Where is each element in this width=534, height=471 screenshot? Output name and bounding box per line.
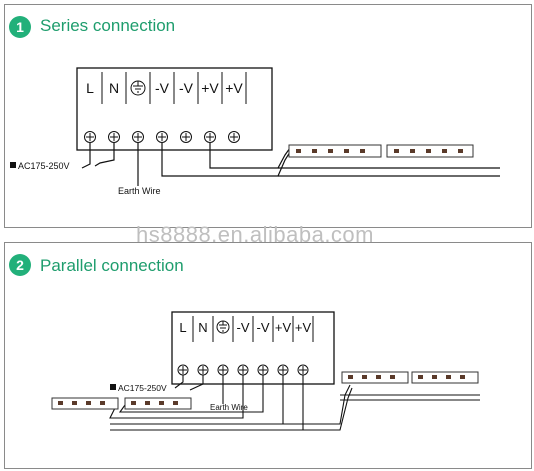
- led-strip-icon: [124, 397, 192, 410]
- screw-terminal-icon: [257, 364, 269, 376]
- input-voltage-label: AC175-250V: [18, 161, 70, 171]
- series-diagram: L N -V -V +V +V: [10, 67, 500, 196]
- terminal-label-pos1: +V: [201, 80, 219, 96]
- led-strip-icon: [411, 371, 479, 384]
- screw-terminal-icon: [237, 364, 249, 376]
- terminal-label-neg1: -V: [155, 80, 170, 96]
- led-strip-icon: [51, 397, 119, 410]
- ground-symbol-icon: [130, 80, 146, 96]
- terminal-label-n: N: [198, 320, 207, 335]
- terminal-label-neg2: -V: [179, 80, 194, 96]
- series-heading: Series connection: [40, 16, 176, 35]
- screw-terminal-icon: [108, 131, 120, 143]
- terminal-label-neg1: -V: [237, 320, 250, 335]
- earth-wire-label: Earth Wire: [210, 403, 248, 412]
- screw-terminal-icon: [156, 131, 168, 143]
- led-strip-icon: [288, 144, 382, 158]
- input-voltage-label: AC175-250V: [118, 383, 167, 393]
- terminal-label-l: L: [179, 320, 186, 335]
- ground-symbol-icon: [216, 320, 230, 334]
- terminal-label-n: N: [109, 80, 119, 96]
- screw-terminal-icon: [277, 364, 289, 376]
- parallel-wires: [109, 375, 480, 431]
- screw-terminal-icon: [204, 131, 216, 143]
- parallel-diagram: L N -V -V +V +V: [51, 311, 480, 431]
- led-strip-icon: [341, 371, 409, 384]
- screw-terminal-icon: [217, 364, 229, 376]
- screw-terminal-icon: [297, 364, 309, 376]
- led-strip-icon: [386, 144, 474, 158]
- screw-terminal-icon: [177, 364, 189, 376]
- terminal-label-l: L: [86, 80, 94, 96]
- step-badge-1: 1: [9, 16, 31, 38]
- terminal-label-pos2: +V: [225, 80, 243, 96]
- parallel-heading: Parallel connection: [40, 256, 184, 275]
- terminal-label-row: L N -V -V +V +V: [86, 80, 243, 96]
- watermark: hs8888.en.alibaba.com: [136, 222, 374, 247]
- terminal-label-row: L N -V -V +V +V: [179, 320, 311, 335]
- screw-terminal-row: [177, 364, 309, 376]
- input-arrow-icon: [10, 162, 16, 168]
- series-wires: [81, 143, 500, 186]
- screw-terminal-row: [84, 131, 240, 143]
- step-badge-2: 2: [9, 254, 31, 276]
- screw-terminal-icon: [180, 131, 192, 143]
- input-arrow-icon: [110, 384, 116, 390]
- screw-terminal-icon: [197, 364, 209, 376]
- terminal-label-pos1: +V: [275, 320, 292, 335]
- terminal-label-neg2: -V: [257, 320, 270, 335]
- screw-terminal-icon: [84, 131, 96, 143]
- earth-wire-label: Earth Wire: [118, 186, 161, 196]
- screw-terminal-icon: [228, 131, 240, 143]
- terminal-label-pos2: +V: [295, 320, 312, 335]
- screw-terminal-icon: [132, 131, 144, 143]
